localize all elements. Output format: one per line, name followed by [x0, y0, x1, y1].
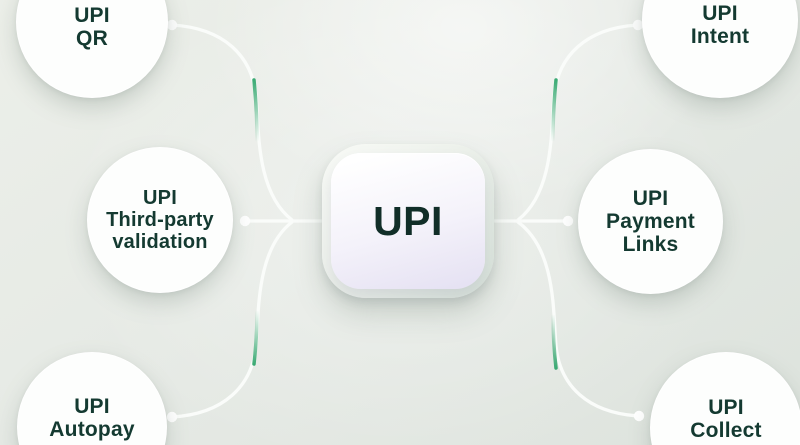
connector-dot: [562, 215, 574, 227]
hub-upi-card: UPI: [331, 153, 485, 289]
node-upi-third-party-validation-label: UPI Third-party validation: [106, 187, 214, 253]
node-label-line: Third-party: [106, 209, 214, 231]
node-upi-qr-label: UPI QR: [74, 4, 110, 50]
node-upi-payment-links: UPI Payment Links: [578, 149, 723, 294]
node-upi-intent-label: UPI Intent: [691, 2, 749, 48]
node-label-line: Autopay: [49, 417, 135, 441]
node-upi-qr: UPI QR: [16, 0, 168, 98]
node-label-line: UPI: [708, 395, 744, 419]
green-accent-upper-right: [551, 78, 558, 142]
node-upi-payment-links-label: UPI Payment Links: [606, 187, 695, 256]
connector-dot: [166, 19, 178, 31]
node-upi-autopay-label: UPI Autopay: [49, 395, 134, 441]
node-upi-collect-label: UPI Collect: [690, 396, 761, 442]
green-accent-lower-right: [551, 314, 558, 370]
node-upi-third-party-validation: UPI Third-party validation: [87, 147, 233, 293]
hub-upi-label: UPI: [373, 197, 443, 244]
node-upi-intent: UPI Intent: [642, 0, 798, 98]
node-label-line: Links: [622, 233, 679, 256]
connector-dot: [633, 410, 645, 422]
node-label-line: UPI: [143, 187, 177, 209]
node-label-line: QR: [76, 27, 108, 50]
node-label-line: UPI: [702, 2, 738, 25]
node-label-line: Intent: [690, 25, 750, 48]
node-label-line: UPI: [74, 394, 110, 418]
node-upi-collect: UPI Collect: [650, 352, 800, 445]
green-accent-lower-left: [252, 310, 259, 366]
node-label-line: UPI: [74, 4, 110, 27]
green-accent-upper-left: [252, 78, 259, 142]
node-label-line: UPI: [632, 187, 669, 210]
connector-dot: [166, 411, 178, 423]
node-label-line: validation: [112, 231, 208, 253]
hub-bezel: UPI: [322, 144, 494, 298]
connector-dot: [239, 215, 251, 227]
node-label-line: Collect: [690, 418, 762, 442]
node-label-line: Payment: [606, 210, 695, 233]
node-upi-autopay: UPI Autopay: [17, 352, 167, 445]
